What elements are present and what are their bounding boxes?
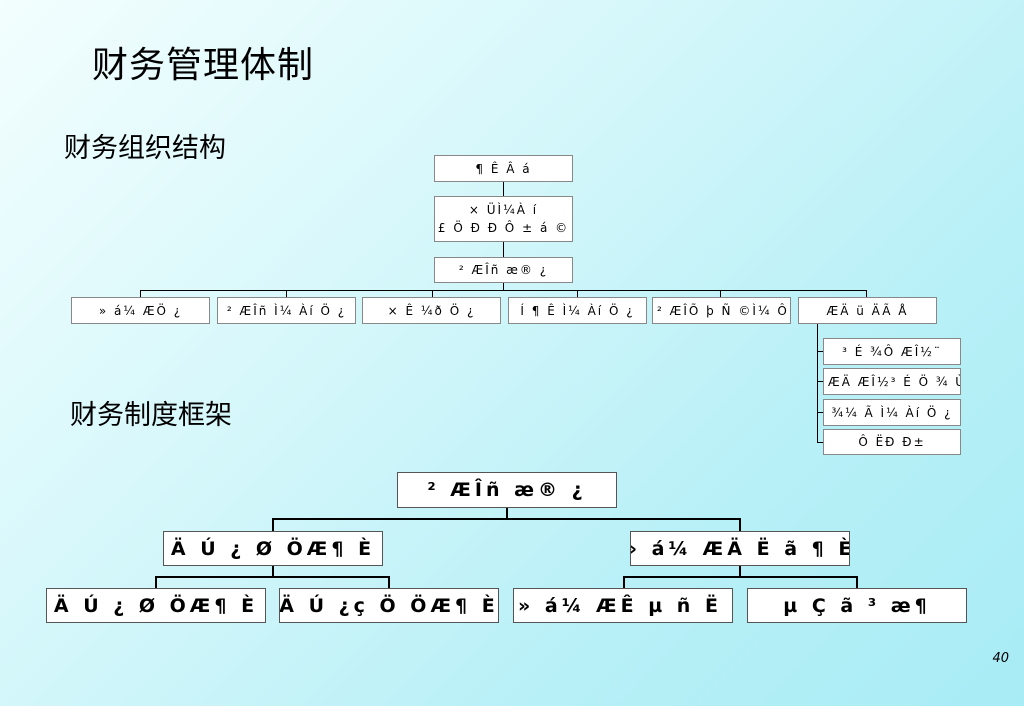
connector-line: [388, 576, 390, 589]
org-level2-line2: £ Ö Ð Ð Ô ± á ©: [437, 221, 570, 235]
framework-root-box: ² ÆÎñ æ® ¿: [397, 472, 617, 508]
connector-line: [720, 290, 721, 298]
connector-line: [623, 576, 625, 589]
section-heading-org-structure: 财务组织结构: [64, 133, 226, 164]
connector-line: [432, 290, 433, 298]
connector-line: [506, 507, 508, 519]
connector-line: [739, 518, 741, 532]
framework-level2-box: » á¼ ÆÄ Ë ã ¶ È: [630, 531, 850, 566]
framework-level3-box: » á¼ ÆÊ µ ñ Ë ã æ¶: [513, 588, 733, 623]
connector-line: [817, 412, 823, 413]
page-number: 40: [992, 651, 1009, 666]
org-department-box: × Ê ¼ð Ö ¿: [362, 297, 501, 324]
org-department-box: ² ÆÎñ Ì¼ Àí Ö ¿: [217, 297, 356, 324]
connector-line: [155, 576, 390, 578]
org-top-box: ¶ Ê Â á: [434, 155, 573, 182]
connector-line: [140, 290, 866, 291]
connector-line: [286, 290, 287, 298]
connector-line: [623, 576, 858, 578]
org-sub-unit-box: ¾¼ Ã Ì¼ Àí Ö ¿: [823, 399, 961, 426]
org-department-box: ÆÄ ü ÄÃ Å: [798, 297, 937, 324]
connector-line: [503, 282, 504, 290]
org-sub-unit-box: Ô ËÐ Ð±: [823, 429, 961, 455]
page-title: 财务管理体制: [92, 45, 315, 86]
connector-line: [817, 381, 823, 382]
org-department-box: Í ¶ Ê Ì¼ Àí Ö ¿: [508, 297, 647, 324]
connector-line: [739, 564, 741, 577]
connector-line: [817, 323, 818, 442]
connector-line: [817, 351, 823, 352]
connector-line: [577, 290, 578, 298]
org-sub-unit-box: ÆÄ ÆÎ½³ É Ö ¾ Ù: [823, 368, 961, 395]
org-level3-box: ² ÆÎñ æ® ¿: [434, 257, 573, 283]
framework-level3-box: µ Ç ã ³ æ¶: [747, 588, 967, 623]
connector-line: [503, 242, 504, 258]
connector-line: [272, 518, 274, 532]
org-level2-line1: × ÜÌ¼À í: [468, 203, 539, 217]
connector-line: [140, 290, 141, 298]
section-heading-system-framework: 财务制度框架: [70, 400, 232, 431]
org-department-box: ² ÆÎÕ þ Ñ ©Ì¼ Ô: [652, 297, 791, 324]
connector-line: [817, 442, 823, 443]
framework-level3-box: Ä Ú ¿ Ø ÖÆ¶ È: [46, 588, 266, 623]
connector-line: [272, 564, 274, 577]
connector-line: [866, 290, 867, 298]
connector-line: [272, 518, 741, 520]
connector-line: [155, 576, 157, 589]
org-department-box: » á¼ ÆÖ ¿: [71, 297, 210, 324]
org-level2-box: × ÜÌ¼À í £ Ö Ð Ð Ô ± á ©: [434, 196, 573, 242]
org-sub-unit-box: ³ É ¾Ô ÆÎ½¨: [823, 338, 961, 365]
connector-line: [856, 576, 858, 589]
connector-line: [503, 181, 504, 197]
framework-level2-box: Ä Ú ¿ Ø ÖÆ¶ È: [163, 531, 383, 566]
framework-level3-box: Ä Ú ¿ç Ö ÖÆ¶ È: [279, 588, 499, 623]
